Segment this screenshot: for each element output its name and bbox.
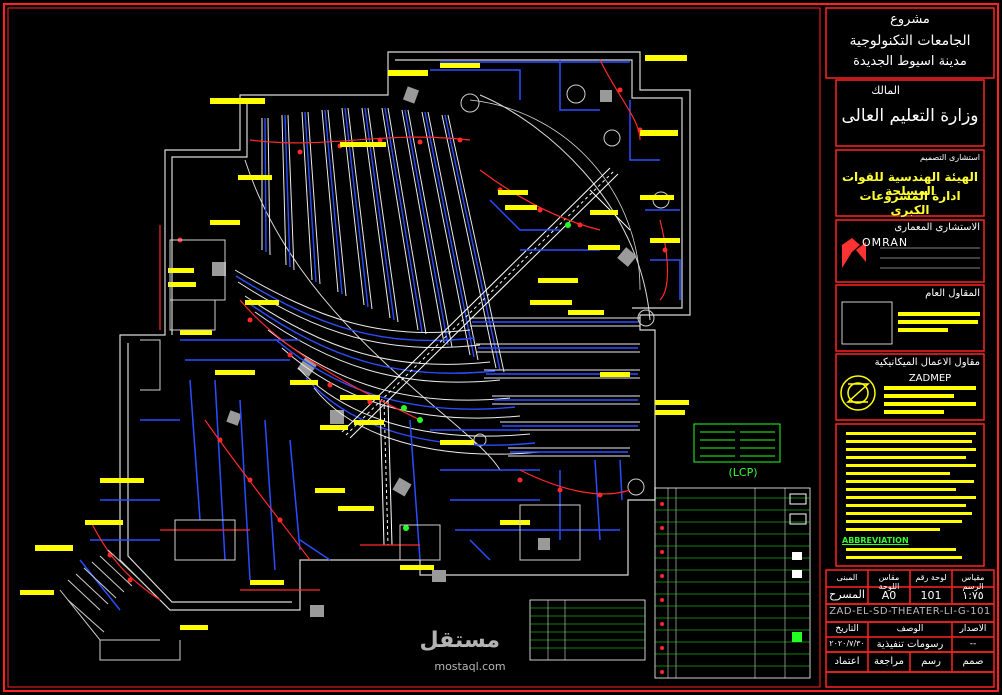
structural-columns [212,86,637,617]
service-rooms [140,239,581,561]
callout-tags [20,55,689,630]
project-label: مشروع [890,12,930,27]
mep-info-lines [884,386,976,414]
scale-value: ١:٧٥ [962,589,984,602]
mep-logo [840,375,876,411]
symbol-legend [654,487,811,679]
project-name: الجامعات التكنولوجية [849,33,971,49]
mep-logo-text: ZADMEP [908,373,952,384]
mep-label: مقاول الاعمال الميكانيكية [874,357,980,368]
drawing-area-border [7,7,821,688]
general-notes [846,432,976,559]
contractor-label: المقاول العام [925,288,980,299]
sheet-no-value: 101 [920,589,942,602]
approval-label: اعتماد [834,656,860,667]
seating-rows-right-blue [472,321,638,453]
seating-rows-right [470,317,640,457]
switch-points [401,222,571,531]
owner-name: وزارة التعليم العالى [841,106,979,126]
drawing-frame [3,3,999,692]
scale-label: مقياس الرسم [961,573,985,591]
revision-label: الاصدار [959,624,987,634]
abbreviation-label: ABBREVIATION [842,536,909,545]
seating-arcs-blue [235,275,536,446]
floor-plan [20,51,811,679]
architect-logo-text: OMRAN [862,236,909,249]
date-value: ٢٠٢٠/٧/٣٠ [829,639,865,648]
architect-label: الاستشارى المعمارى [894,222,980,233]
seating-arcs [234,269,541,455]
stairs [59,549,181,661]
project-city: مدينة اسيوط الجديدة [853,54,967,69]
drawing-code: ZAD-EL-SD-THEATER-LI-G-101 [829,606,991,617]
design-consultant-line2: ادارة المشروعات الكبرى [859,189,961,217]
review-label: مراجعة [873,656,905,667]
lcp-label: (LCP) [728,466,758,479]
title-block-frames [825,7,995,688]
design-label: صمم [962,656,984,667]
revision-value: -- [969,639,977,649]
design-consultant-line1: الهيئة الهندسية للقوات المسلحة [841,170,979,198]
contractor-logo-box [841,301,893,345]
panel-schedule [529,599,646,661]
sheet-no-label: لوحة رقم [915,573,947,582]
building-value: المسرح [829,588,865,601]
description-label: الوصف [896,624,924,634]
cable-tray [341,167,631,546]
switch-legend [693,423,781,463]
owner-label: المالك [871,84,900,97]
circular-features [460,84,670,496]
date-label: التاريخ [835,624,859,634]
watermark-url: mostaql.com [434,660,506,673]
description-value: رسومات تنفيذية [876,639,944,650]
watermark-brand: مستقل [419,628,500,653]
sheet-size-value: A0 [881,589,897,602]
building-label: المبنى [836,573,858,582]
architect-logo [842,238,980,269]
contractor-info-lines [898,312,980,332]
seating-rows-left-blue [264,107,501,371]
sheet-size-label: مقاس اللوحة [878,573,900,591]
drawn-label: رسم [921,656,941,667]
design-consultant-label: استشارى التصميم [920,153,980,162]
